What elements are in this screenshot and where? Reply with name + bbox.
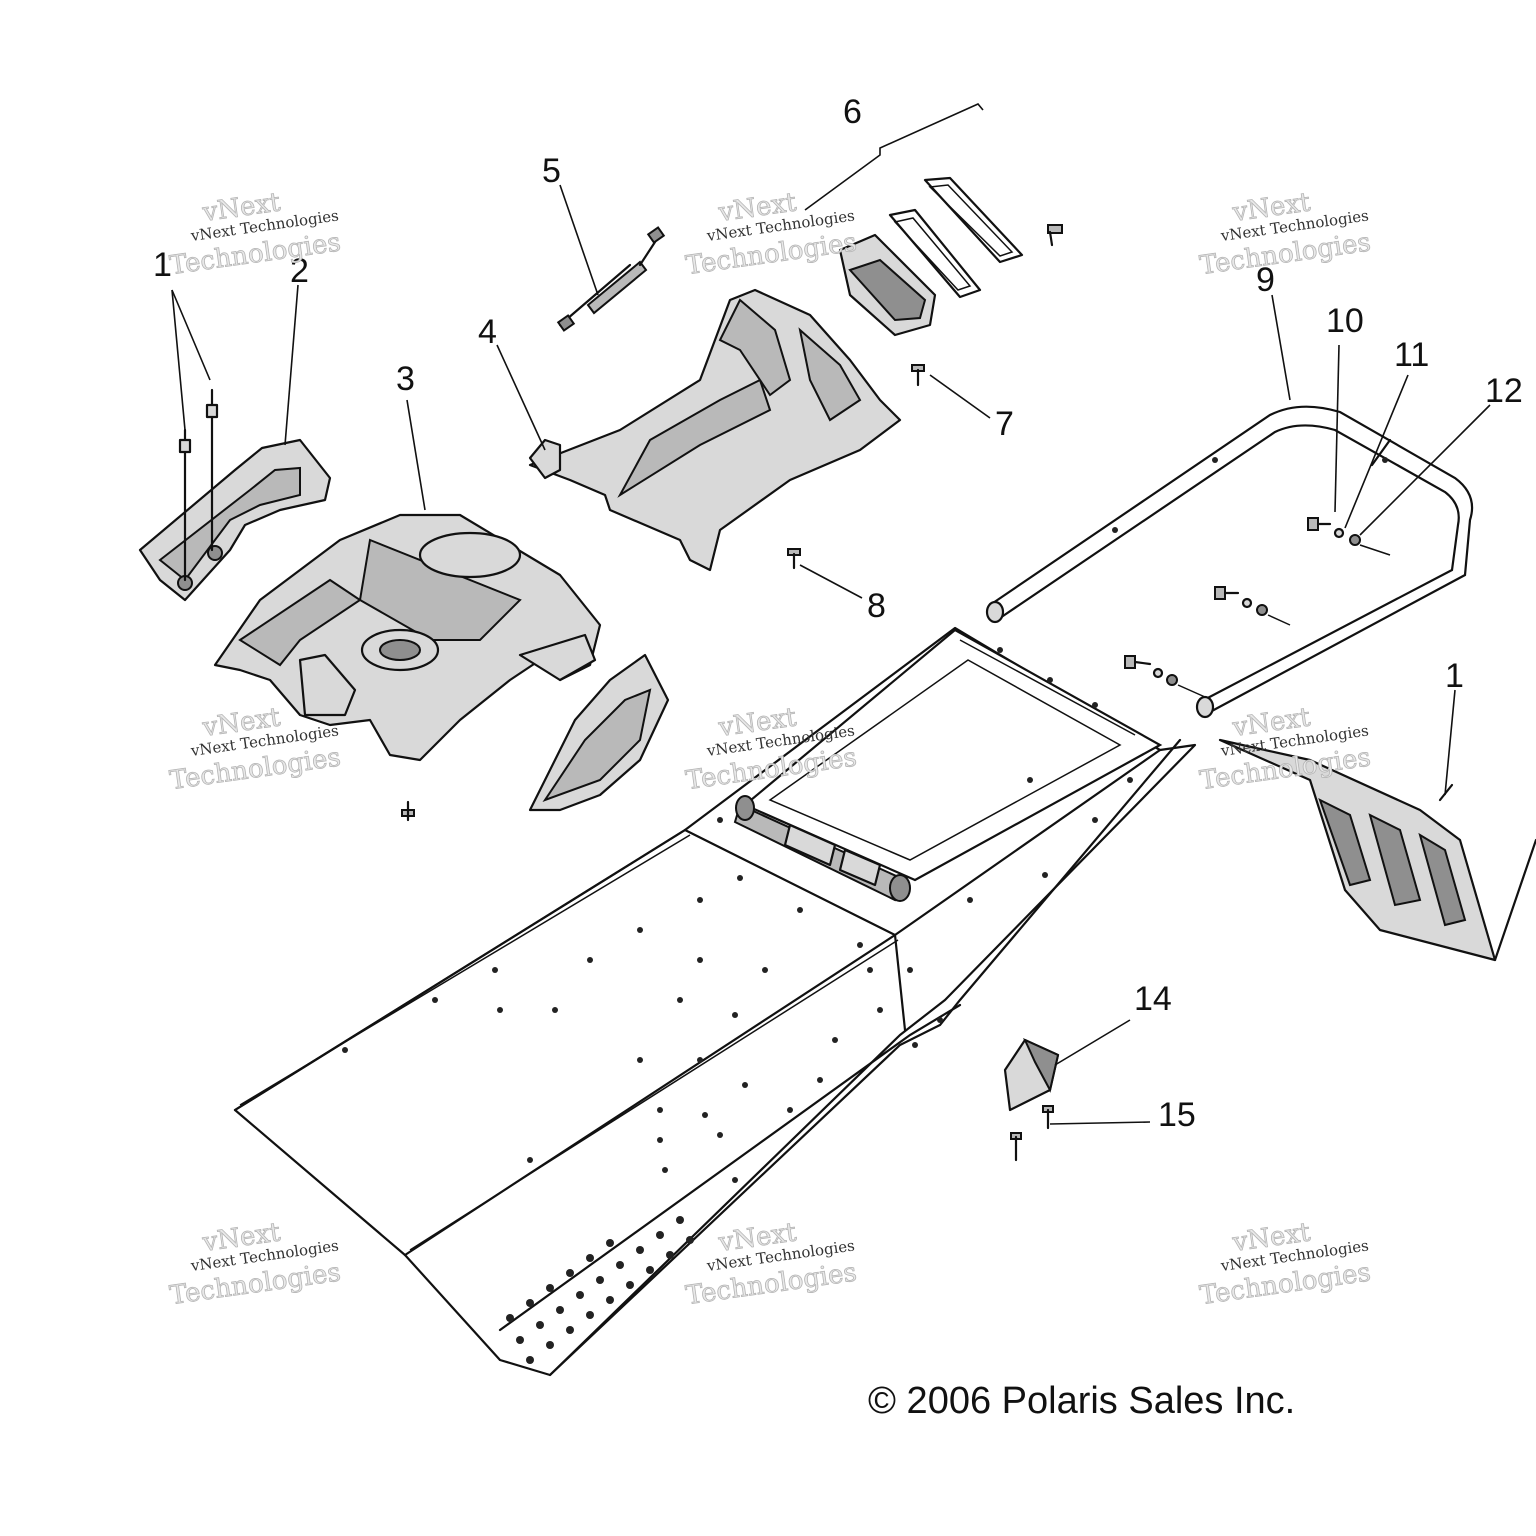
callout-10: 10 <box>1326 302 1364 340</box>
perforation-pattern <box>506 1216 694 1364</box>
bolt-set-lower <box>1124 655 1206 698</box>
callout-11: 11 <box>1394 336 1429 374</box>
taillight-assembly <box>838 176 1063 337</box>
callout-3: 3 <box>396 360 415 398</box>
watermark-bottom-right: vNext Technologies vNext Technologies <box>1198 1217 1373 1312</box>
callout-14: 14 <box>1134 980 1172 1018</box>
snow-flap <box>1218 738 1536 962</box>
watermark-top-left: vNext Technologies vNext Technologies <box>168 187 343 282</box>
rear-cover <box>528 288 902 572</box>
fastener-seat-bottom <box>401 800 415 822</box>
callout-2: 2 <box>290 252 309 290</box>
right-front-cover <box>528 653 670 812</box>
gas-strut <box>556 226 666 332</box>
bracket-14 <box>1003 1037 1060 1112</box>
bolt-set-middle <box>1214 586 1291 626</box>
leader-lines <box>171 184 1491 1125</box>
callout-15: 15 <box>1158 1096 1196 1134</box>
bolt-set-upper <box>1307 517 1391 556</box>
tunnel-chassis <box>233 626 1197 1377</box>
fasteners-15 <box>1010 1105 1054 1162</box>
grab-bar <box>985 405 1474 719</box>
left-side-cover <box>138 388 332 602</box>
callout-6-bracket <box>804 103 984 211</box>
callout-7: 7 <box>995 405 1014 443</box>
callout-5: 5 <box>542 152 561 190</box>
callout-12: 12 <box>1485 372 1523 410</box>
watermark-top-right: vNext Technologies vNext Technologies <box>1198 187 1373 282</box>
watermark-bottom-left: vNext Technologies vNext Technologies <box>168 1217 343 1312</box>
callout-6: 6 <box>843 93 862 131</box>
fastener-8 <box>787 548 801 570</box>
copyright-notice: © 2006 Polaris Sales Inc. <box>868 1380 1295 1422</box>
callout-9: 9 <box>1256 261 1275 299</box>
fastener-7 <box>911 364 925 387</box>
callout-numbers: 1 2 3 4 5 6 7 8 9 10 11 12 1 14 15 <box>153 93 1523 1134</box>
callout-1-right: 1 <box>1445 657 1464 695</box>
seat-base <box>213 513 602 762</box>
callout-8: 8 <box>867 587 886 625</box>
watermark-top-center: vNext Technologies vNext Technologies <box>684 187 859 282</box>
callout-4: 4 <box>478 313 497 351</box>
callout-1-left: 1 <box>153 246 172 284</box>
